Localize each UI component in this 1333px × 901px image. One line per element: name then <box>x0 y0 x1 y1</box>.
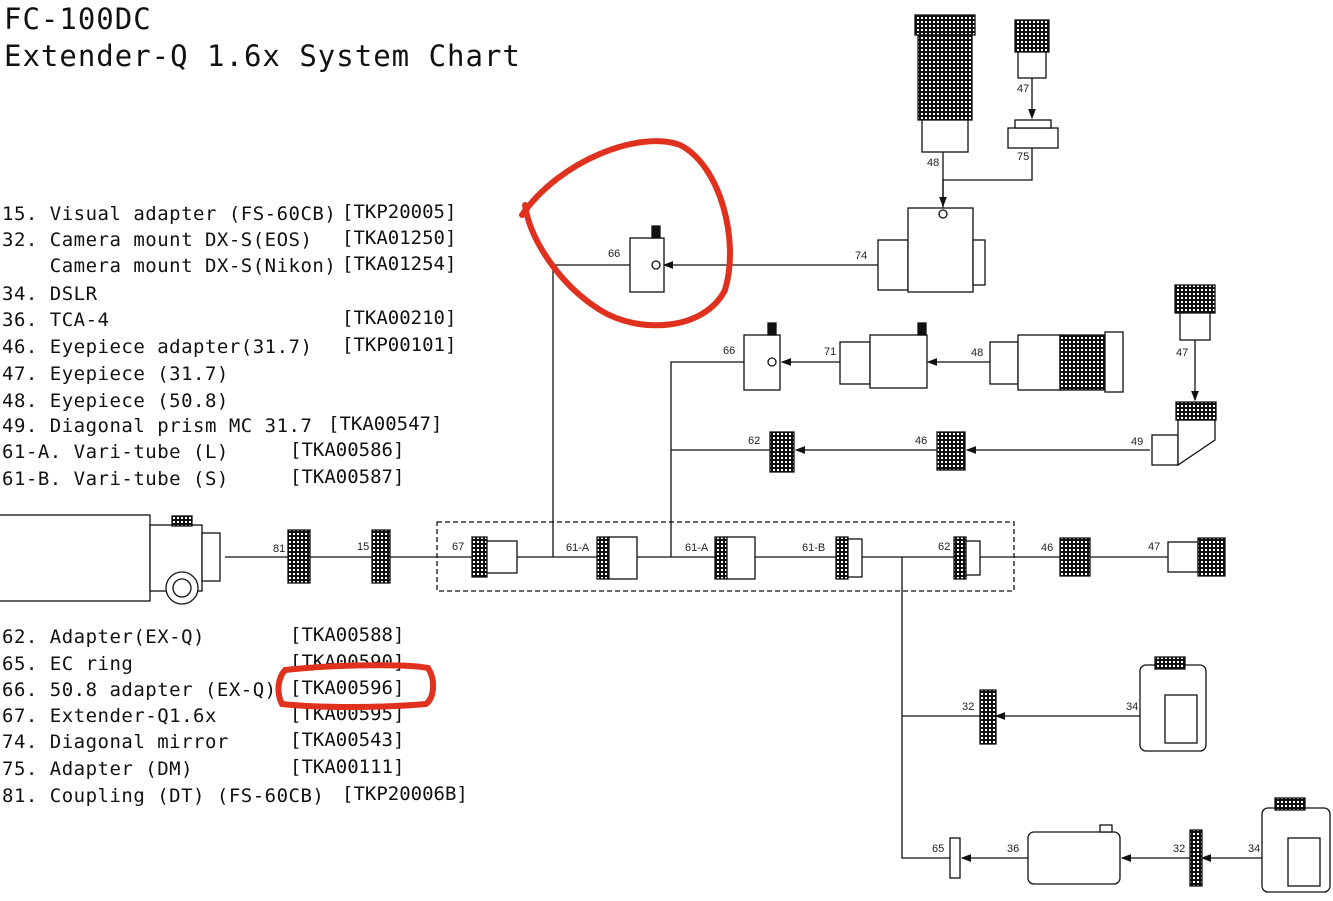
part-code: [TKA00543] <box>290 729 405 751</box>
part-list-item: 61-A. Vari-tube (L) <box>2 441 229 463</box>
part-list-item: 67. Extender-Q1.6x <box>2 705 217 727</box>
svg-text:61-B: 61-B <box>802 542 825 554</box>
part-list-item: 74. Diagonal mirror <box>2 731 229 753</box>
part-65 <box>949 837 961 879</box>
svg-text:61-A: 61-A <box>685 542 709 554</box>
part-code: [TKA01254] <box>342 253 457 275</box>
part-67 <box>471 536 518 578</box>
part-46-mid <box>936 431 966 471</box>
part-32-b <box>1189 829 1203 887</box>
part-81 <box>287 529 311 584</box>
part-61b <box>835 536 863 580</box>
svg-text:71: 71 <box>824 346 836 358</box>
part-list-item: 61-B. Vari-tube (S) <box>2 468 229 490</box>
part-code: [TKA00596] <box>290 677 405 699</box>
part-49 <box>1151 401 1217 467</box>
svg-text:61-A: 61-A <box>566 542 590 554</box>
telescope <box>0 514 221 605</box>
svg-text:49: 49 <box>1131 436 1143 448</box>
chart-title: FC-100DC <box>4 2 152 36</box>
part-code: [TKA00586] <box>290 439 405 461</box>
red-annotations <box>275 138 733 710</box>
svg-text:48: 48 <box>971 347 983 359</box>
part-list-item: Camera mount DX-S(Nikon) <box>2 255 337 277</box>
part-list-item: 36. TCA-4 <box>2 309 110 331</box>
svg-text:46: 46 <box>1041 542 1053 554</box>
part-75 <box>1007 119 1059 149</box>
part-list-item: 75. Adapter (DM) <box>2 758 194 780</box>
svg-text:81: 81 <box>273 543 285 555</box>
part-list-item: 65. EC ring <box>2 653 134 675</box>
diagram-labels: 81 15 67 61-A 61-A 61-B 62 46 47 66 74 4… <box>273 83 1260 855</box>
part-list-item: 47. Eyepiece (31.7) <box>2 363 229 385</box>
part-code: [TKA00588] <box>290 624 405 646</box>
part-code: [TKP20006B] <box>342 783 468 805</box>
svg-text:15: 15 <box>357 541 369 553</box>
svg-text:67: 67 <box>452 541 464 553</box>
part-47-mid <box>1174 284 1216 341</box>
part-34-b-dslr <box>1261 797 1331 893</box>
part-code: [TKA00587] <box>290 466 405 488</box>
annotation-box-tka00596 <box>275 662 436 710</box>
part-15 <box>371 529 391 584</box>
part-list-item: 62. Adapter(EX-Q) <box>2 626 205 648</box>
part-61a-2 <box>714 536 756 580</box>
annotation-circle-66 <box>519 138 733 329</box>
part-61a-1 <box>596 536 638 580</box>
part-48-mid <box>989 331 1124 393</box>
part-46-right <box>1059 537 1091 577</box>
part-74 <box>877 207 986 293</box>
part-list-item: 15. Visual adapter (FS-60CB) <box>2 203 337 225</box>
part-36 <box>1027 824 1121 885</box>
part-62-mid <box>769 431 795 473</box>
svg-text:62: 62 <box>748 435 760 447</box>
part-list-item: 66. 50.8 adapter (EX-Q) <box>2 679 277 701</box>
svg-text:65: 65 <box>932 843 944 855</box>
svg-text:48: 48 <box>927 157 939 169</box>
svg-text:74: 74 <box>855 250 867 262</box>
part-code: [TKP00101] <box>342 334 457 356</box>
part-list-item: 81. Coupling (DT) (FS-60CB) <box>2 785 325 807</box>
svg-text:47: 47 <box>1017 83 1029 95</box>
part-code: [TKA00210] <box>342 307 457 329</box>
svg-text:75: 75 <box>1017 151 1029 163</box>
part-list-item: 32. Camera mount DX-S(EOS) <box>2 229 313 251</box>
svg-text:66: 66 <box>723 345 735 357</box>
part-62 <box>953 536 981 580</box>
part-code: [TKA00547] <box>328 413 443 435</box>
svg-text:32: 32 <box>962 701 974 713</box>
part-47-top <box>1014 19 1050 79</box>
part-list-item: 49. Diagonal prism MC 31.7 <box>2 415 313 437</box>
extender-group-box <box>436 521 1015 592</box>
part-47-right <box>1167 537 1226 577</box>
part-code: [TKP20005] <box>342 201 457 223</box>
svg-text:34: 34 <box>1126 701 1138 713</box>
svg-text:62: 62 <box>938 541 950 553</box>
svg-text:47: 47 <box>1148 541 1160 553</box>
svg-text:32: 32 <box>1173 843 1185 855</box>
chart-subtitle: Extender-Q 1.6x System Chart <box>4 39 521 73</box>
connector-lines <box>225 78 1262 862</box>
part-71 <box>839 322 928 389</box>
svg-text:47: 47 <box>1176 347 1188 359</box>
part-code: [TKA00111] <box>290 756 405 778</box>
part-list-item: 46. Eyepiece adapter(31.7) <box>2 336 313 358</box>
svg-text:34: 34 <box>1248 843 1260 855</box>
part-32-a <box>979 689 997 745</box>
part-34-a-dslr <box>1139 656 1207 752</box>
svg-text:66: 66 <box>608 248 620 260</box>
part-code: [TKA01250] <box>342 227 457 249</box>
part-66-mid <box>743 322 781 391</box>
part-66-top <box>629 225 665 293</box>
part-list-item: 34. DSLR <box>2 283 98 305</box>
svg-text:36: 36 <box>1007 843 1019 855</box>
part-48-top <box>914 14 976 153</box>
part-list-item: 48. Eyepiece (50.8) <box>2 390 229 412</box>
svg-text:46: 46 <box>915 435 927 447</box>
